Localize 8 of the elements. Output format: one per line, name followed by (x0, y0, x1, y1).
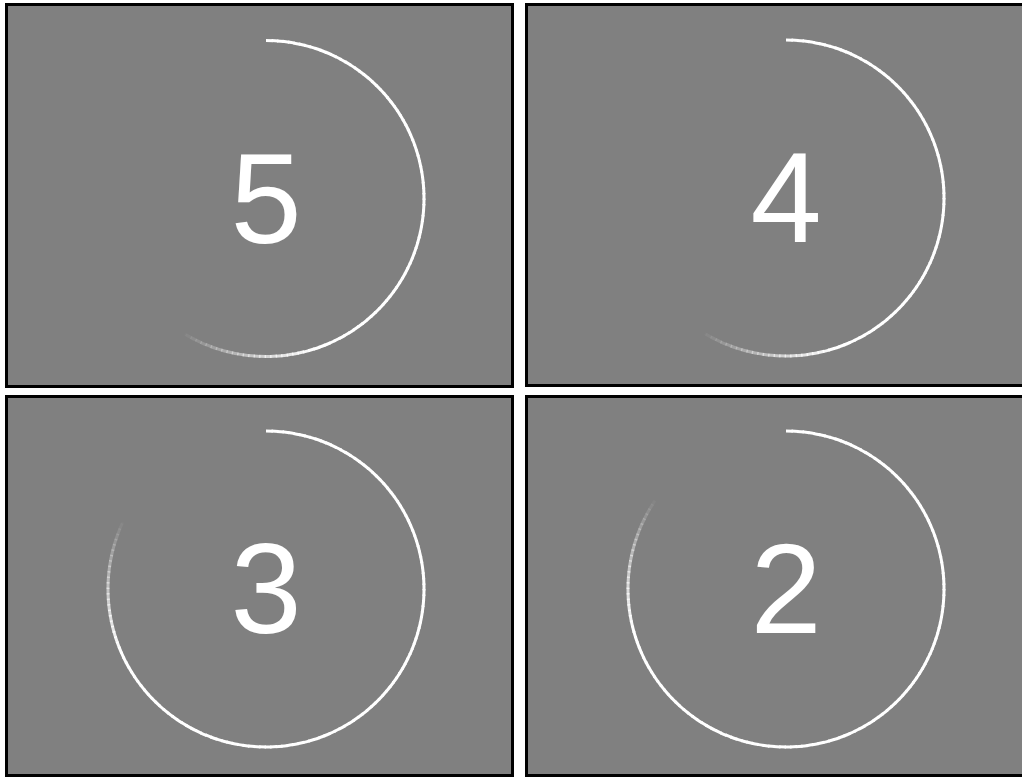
countdown-number: 5 (230, 134, 302, 263)
countdown-panel (5, 395, 514, 777)
countdown-number: 4 (750, 134, 822, 262)
countdown-number: 3 (230, 525, 302, 653)
countdown-number: 2 (750, 525, 822, 653)
countdown-panel (525, 395, 1022, 777)
countdown-panel (525, 3, 1022, 387)
countdown-panel (5, 3, 514, 388)
